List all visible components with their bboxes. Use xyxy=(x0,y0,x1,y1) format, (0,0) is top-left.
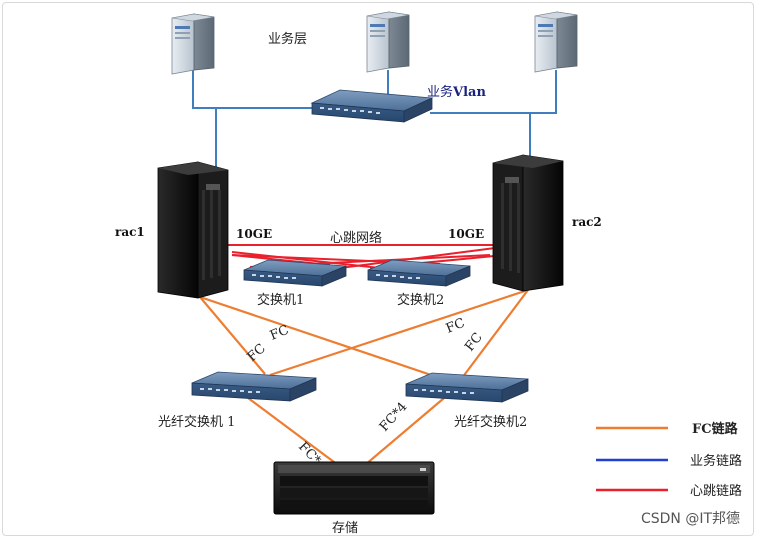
heartbeat-switch-1 xyxy=(243,259,347,287)
storage-label: 存储 xyxy=(332,521,358,536)
fc-label-3: FC xyxy=(444,316,467,337)
storage-array xyxy=(273,461,435,515)
business-vlan-switch xyxy=(310,89,434,123)
fiber-switch-1 xyxy=(191,371,317,402)
heartbeat-network-label: 心跳网络 xyxy=(330,230,382,246)
fc-label-1: FC xyxy=(245,341,269,365)
fc-links xyxy=(199,288,529,466)
legend-fc-label: FC链路 xyxy=(692,421,739,437)
rac2-server xyxy=(492,154,564,292)
server-left xyxy=(171,13,215,75)
rac1-server xyxy=(157,161,229,299)
ge-label-right: 10GE xyxy=(448,227,484,241)
fc-label-2: FC xyxy=(268,323,291,344)
switch1-label: 交换机1 xyxy=(257,292,304,308)
business-vlan-label: 业务Vlan xyxy=(427,84,486,100)
heartbeat-switch-2 xyxy=(367,259,471,287)
heartbeat-links xyxy=(226,244,498,269)
rac1-label: rac1 xyxy=(115,225,145,239)
ge-label-left: 10GE xyxy=(236,227,272,241)
legend-business-label: 业务链路 xyxy=(690,453,742,469)
switch2-label: 交换机2 xyxy=(397,292,444,308)
business-layer-label: 业务层 xyxy=(268,31,307,47)
server-right xyxy=(534,11,578,73)
server-middle xyxy=(366,11,410,73)
legend: FC链路 业务链路 心跳链路 xyxy=(596,421,742,499)
rac2-label: rac2 xyxy=(572,215,602,229)
legend-heartbeat-label: 心跳链路 xyxy=(690,483,742,499)
fiber-switch-2 xyxy=(405,372,529,403)
watermark: CSDN @IT邦德 xyxy=(640,511,740,527)
business-links xyxy=(192,70,557,168)
fiber-switch2-label: 光纤交换机2 xyxy=(454,414,527,430)
fiber-switch1-label: 光纤交换机 1 xyxy=(158,414,235,430)
